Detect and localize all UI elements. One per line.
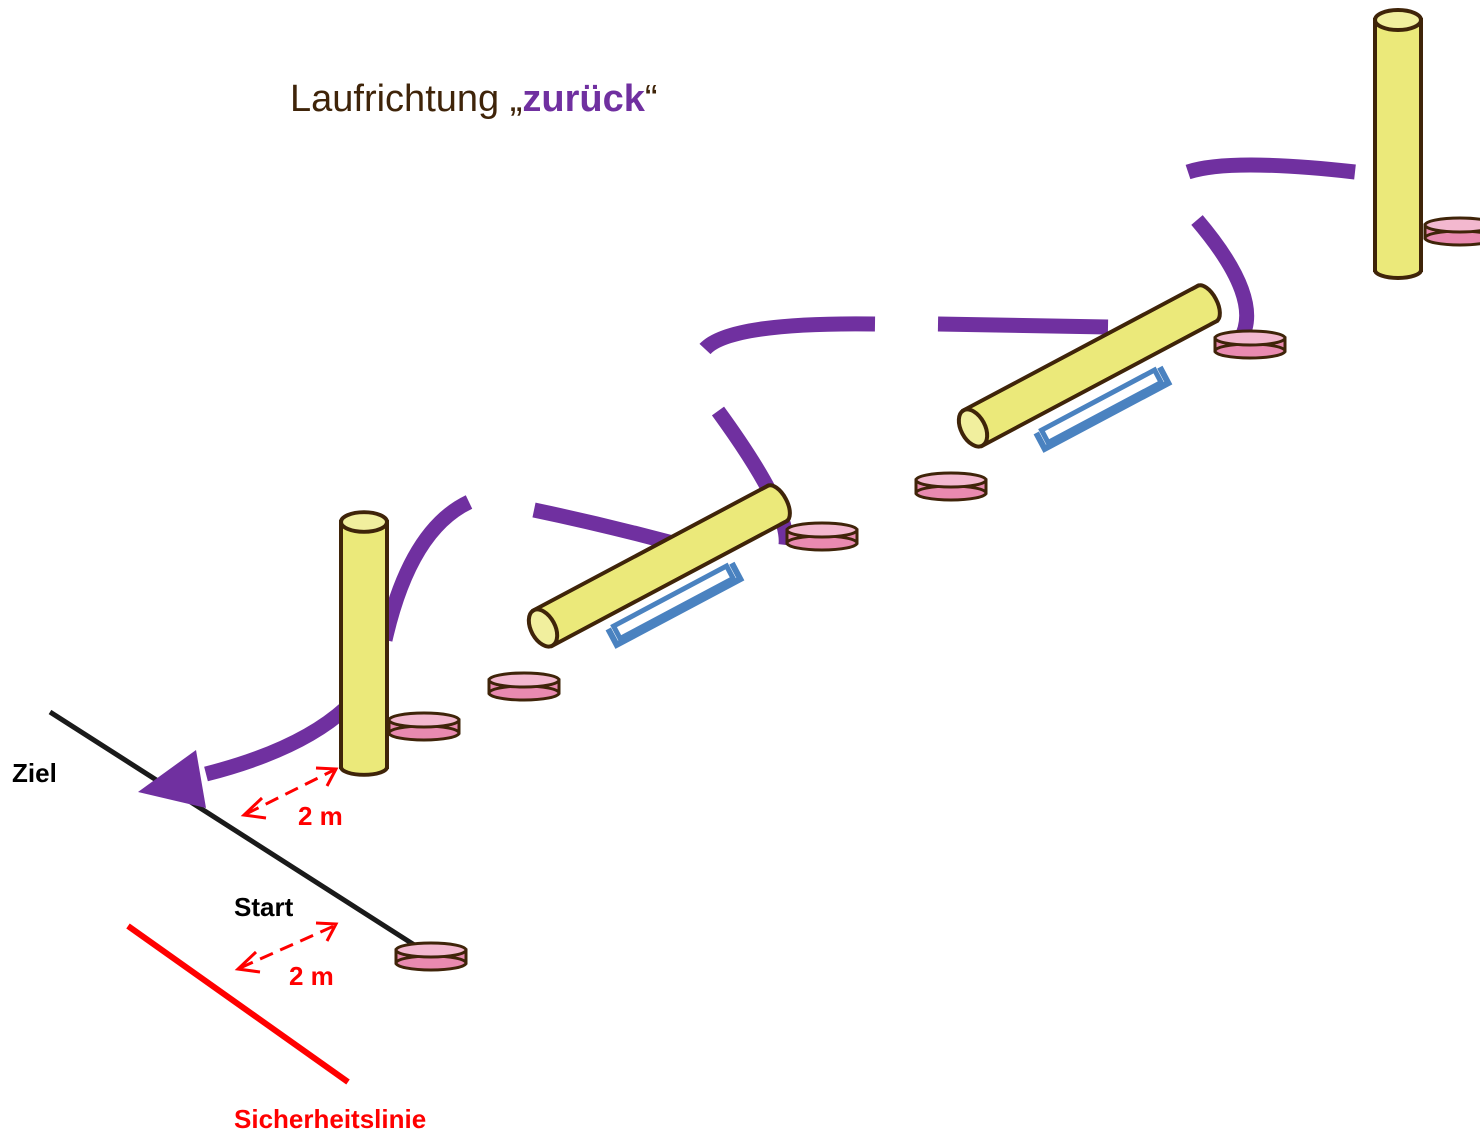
marker-disc-icon <box>1423 216 1480 247</box>
start-finish-line <box>48 709 432 958</box>
hurdle-icon <box>523 481 795 651</box>
title-emphasis: zurück <box>522 78 645 120</box>
safety-line <box>126 923 350 1085</box>
safety-line-label: Sicherheitslinie <box>234 1104 427 1134</box>
marker-disc-icon <box>394 941 468 972</box>
pole-icon <box>339 510 389 777</box>
marker-disc-icon <box>785 521 859 552</box>
marker-disc-icon <box>1213 329 1287 360</box>
distance-label-finish: 2 m <box>298 801 343 831</box>
marker-disc-icon <box>914 471 988 502</box>
pole-icon <box>1373 8 1423 280</box>
distance-arrow-icon <box>234 921 339 974</box>
distance-arrow-icon <box>240 766 339 820</box>
page-title: Laufrichtung „zurück“ <box>290 78 658 121</box>
marker-disc-icon <box>487 671 561 702</box>
title-prefix: Laufrichtung „ <box>290 78 523 120</box>
title-suffix: “ <box>644 78 658 120</box>
marker-disc-icon <box>387 711 461 742</box>
start-label: Start <box>234 892 294 922</box>
hurdle-icon <box>953 281 1225 451</box>
finish-label: Ziel <box>12 758 57 788</box>
distance-label-start: 2 m <box>289 961 334 991</box>
direction-arrow-icon <box>138 750 206 808</box>
